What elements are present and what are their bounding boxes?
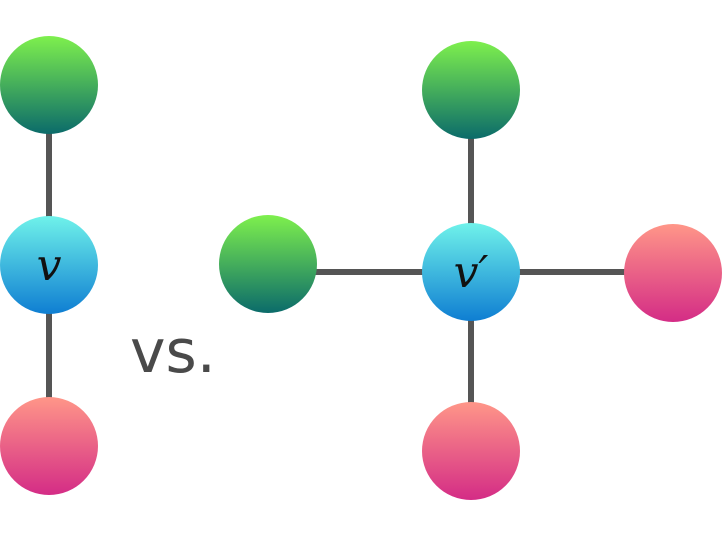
- left-node-center: [0, 216, 98, 314]
- left-graph: v: [0, 36, 98, 495]
- vs-label: vs.: [130, 317, 216, 387]
- left-node-pink: [0, 397, 98, 495]
- right-node-green-left: [219, 215, 317, 313]
- right-graph: v′: [219, 41, 722, 500]
- right-node-center: [422, 223, 520, 321]
- right-center-label: v′: [454, 247, 489, 298]
- right-node-pink-right: [624, 224, 722, 322]
- left-node-green: [0, 36, 98, 134]
- left-center-label: v: [37, 240, 62, 291]
- right-node-pink-bottom: [422, 402, 520, 500]
- right-node-green-top: [422, 41, 520, 139]
